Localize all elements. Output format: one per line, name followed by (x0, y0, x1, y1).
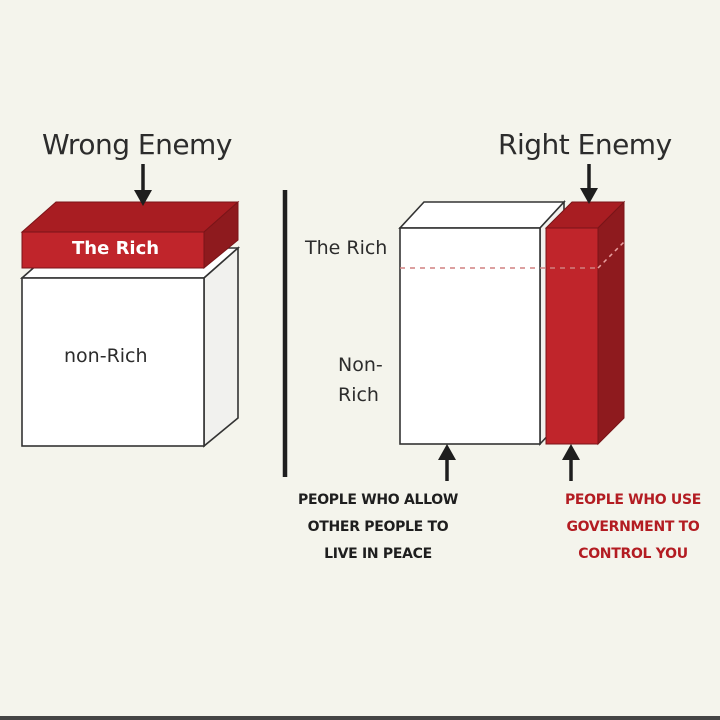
caption-government: PEOPLE WHO USE GOVERNMENT TO CONTROL YOU (564, 492, 702, 562)
right-rich-label: The Rich (305, 237, 388, 259)
wrong-enemy-title: Wrong Enemy (42, 128, 232, 161)
right-nonrich-label: Non- Rich (338, 354, 383, 406)
bottom-border (0, 716, 720, 720)
right-red-box (544, 200, 626, 446)
right-top-arrow (580, 164, 598, 204)
right-enemy-title: Right Enemy (498, 128, 672, 161)
left-rich-label: The Rich (72, 238, 160, 259)
up-arrow-peace (438, 444, 456, 481)
right-white-box (398, 199, 566, 447)
left-rich-slab (20, 200, 240, 270)
left-nonrich-label: non-Rich (64, 345, 148, 367)
up-arrow-government (562, 444, 580, 481)
rich-dashed-line (400, 241, 625, 269)
left-nonrich-box (19, 246, 241, 448)
left-down-arrow (134, 164, 152, 206)
caption-peace: PEOPLE WHO ALLOW OTHER PEOPLE TO LIVE IN… (297, 492, 458, 562)
